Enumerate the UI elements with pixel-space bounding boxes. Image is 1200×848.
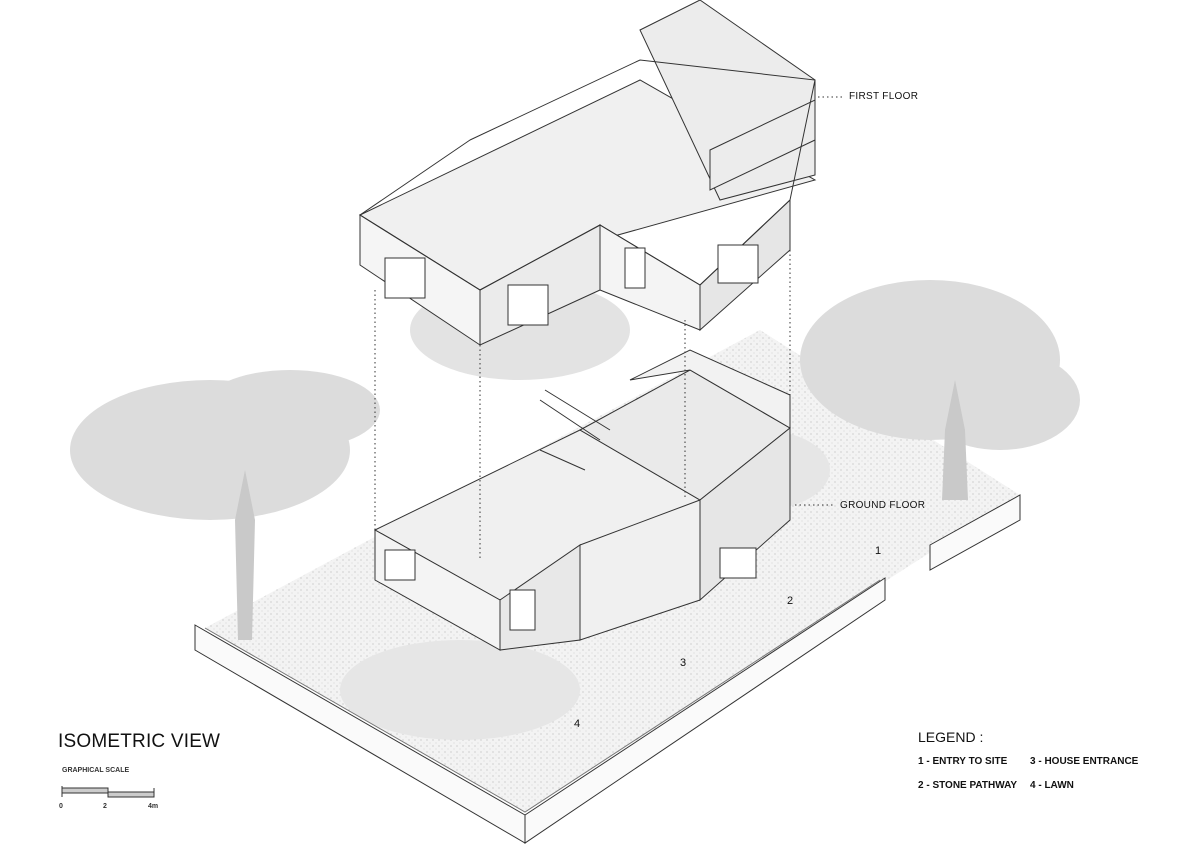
site-marker-3: 3 xyxy=(680,657,687,669)
legend-item: 4 - LAWN xyxy=(1030,780,1074,791)
ground-floor xyxy=(373,349,791,651)
scale-bar xyxy=(61,786,155,798)
site-marker-4: 4 xyxy=(574,718,581,730)
scale-tick-0: 0 xyxy=(59,803,63,810)
legend-item: 1 - ENTRY TO SITE xyxy=(918,756,1008,767)
ground-floor-label: GROUND FLOOR xyxy=(840,500,926,511)
scale-tick-2: 2 xyxy=(103,803,107,810)
site-marker-1: 1 xyxy=(875,545,882,557)
site-wall xyxy=(194,494,1021,844)
legend-item: 2 - STONE PATHWAY xyxy=(918,780,1018,791)
legend-item: 3 - HOUSE ENTRANCE xyxy=(1030,756,1139,767)
page-title: ISOMETRIC VIEW xyxy=(58,731,221,752)
scale-label: GRAPHICAL SCALE xyxy=(62,767,130,774)
site-marker-2: 2 xyxy=(787,595,794,607)
projection-lines xyxy=(374,96,845,560)
first-floor-label: FIRST FLOOR xyxy=(849,91,919,102)
first-floor xyxy=(358,0,817,346)
legend-heading: LEGEND : xyxy=(918,729,984,745)
scale-tick-4m: 4m xyxy=(148,803,159,810)
